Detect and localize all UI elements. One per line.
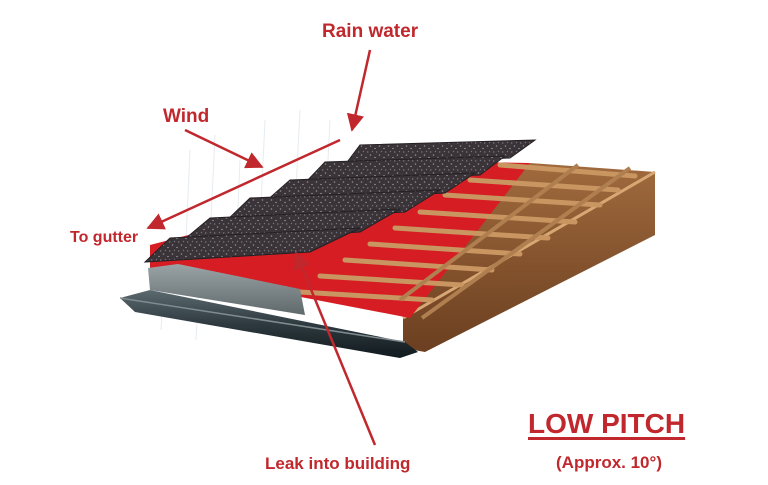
to-gutter-label: To gutter — [70, 230, 138, 246]
leak-label: Leak into building — [265, 455, 410, 472]
wind-label: Wind — [163, 107, 209, 126]
wind-arrow — [185, 130, 262, 167]
rain-arrow — [352, 50, 370, 130]
pitch-note: (Approx. 10°) — [556, 454, 662, 471]
rain-water-label: Rain water — [322, 22, 418, 41]
pitch-title: LOW PITCH — [528, 410, 685, 438]
